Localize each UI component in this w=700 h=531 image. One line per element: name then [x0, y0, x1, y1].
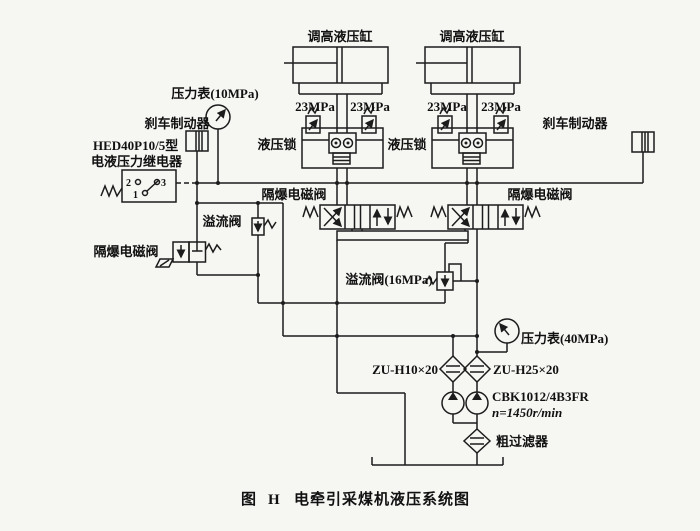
label-brake-right: 刹车制动器: [542, 116, 608, 131]
coarse-filter: [462, 427, 492, 455]
relay-terminal-3: 3: [161, 178, 166, 189]
label-relief-16mpa: 溢流阀(16MPa): [345, 272, 432, 287]
caption-title: 电牵引采煤机液压系统图: [294, 490, 470, 508]
filter-zu-h25: [462, 354, 492, 384]
label-solenoid-bottom-left: 隔爆电磁阀: [93, 244, 158, 259]
label-pressure-gauge-10: 压力表(10MPa): [171, 86, 258, 101]
hydraulic-lock-left: [301, 106, 384, 169]
hydraulic-cylinder-right: [416, 46, 521, 95]
label-hydraulic-lock-right: 液压锁: [387, 137, 426, 152]
relay-terminal-1: 1: [133, 190, 138, 201]
caption-number: H: [268, 492, 281, 508]
relay-terminal-2: 2: [126, 178, 131, 189]
pipe-network: [176, 94, 644, 466]
pressure-gauge-40mpa: [494, 318, 520, 344]
solenoid-valve-2pos: [154, 241, 222, 268]
label-pump-model: CBK1012/4B3FR: [492, 389, 589, 404]
label-23mpa-1: 23MPa: [295, 99, 335, 114]
label-solenoid-mid-right: 隔爆电磁阀: [507, 187, 572, 202]
label-23mpa-4: 23MPa: [481, 99, 521, 114]
directional-valve-right: [430, 204, 541, 230]
brake-actuator-right: [631, 131, 655, 153]
pump-left: [441, 391, 465, 415]
label-23mpa-2: 23MPa: [350, 99, 390, 114]
label-hydraulic-lock-left: 液压锁: [257, 137, 296, 152]
relief-valve-left: [251, 217, 277, 236]
label-pressure-gauge-40: 压力表(40MPa): [521, 331, 608, 346]
pressure-relay: [100, 169, 177, 203]
label-relief-left: 溢流阀: [202, 214, 241, 229]
label-filter-left: ZU-H10×20: [372, 362, 438, 377]
caption-prefix: 图: [241, 491, 257, 508]
hydraulic-lock-right: [431, 106, 514, 169]
label-solenoid-mid-left: 隔爆电磁阀: [261, 187, 326, 202]
directional-valve-left: [302, 204, 413, 230]
pressure-gauge-10mpa: [205, 104, 231, 130]
filter-zu-h10: [438, 354, 468, 384]
label-relay-name: 电液压力继电器: [91, 154, 183, 169]
label-filter-right: ZU-H25×20: [493, 362, 559, 377]
brake-actuator-left: [185, 130, 209, 152]
label-relay-model: HED40P10/5型: [93, 138, 178, 153]
hydraulic-cylinder-left: [284, 46, 389, 95]
relief-valve-16mpa: [424, 271, 454, 291]
label-pump-speed: n=1450r/min: [492, 405, 562, 420]
label-coarse-filter: 粗过滤器: [496, 434, 549, 449]
label-cylinder-right: 调高液压缸: [439, 29, 504, 44]
pump-right: [465, 391, 489, 415]
label-cylinder-left: 调高液压缸: [307, 29, 372, 44]
label-23mpa-3: 23MPa: [427, 99, 467, 114]
label-brake-left: 刹车制动器: [144, 116, 210, 131]
